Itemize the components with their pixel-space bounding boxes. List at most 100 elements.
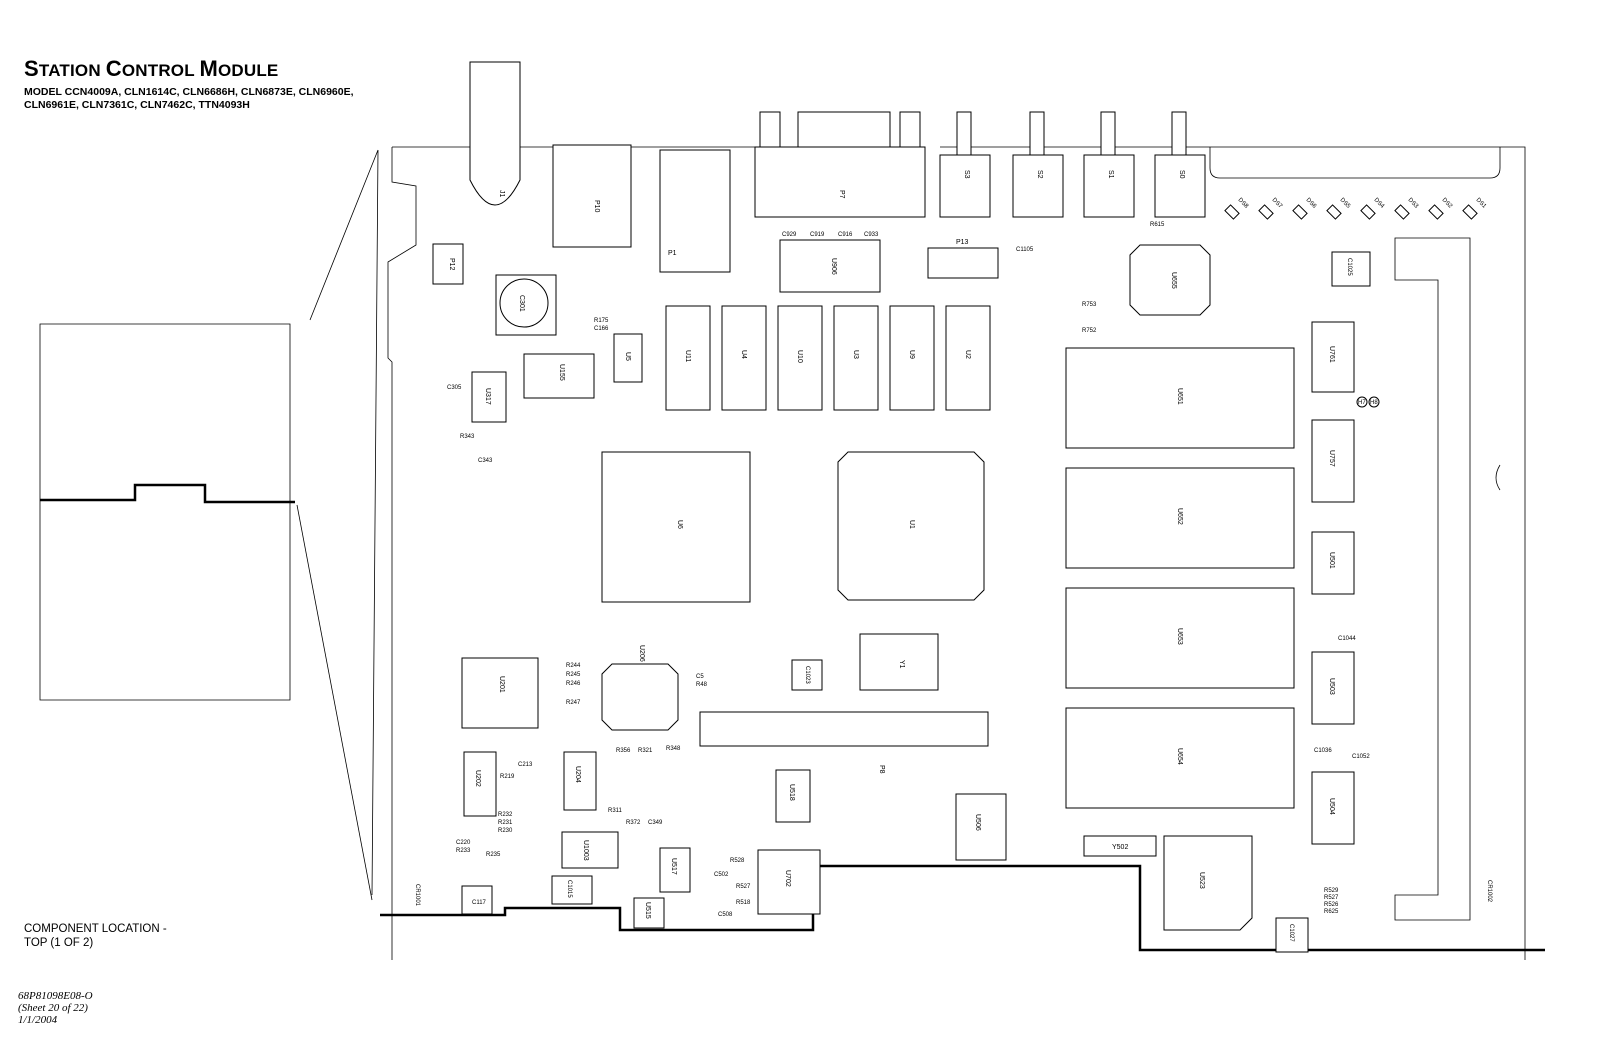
svg-text:U204: U204 xyxy=(574,766,581,783)
capacitor-c1027: C1027 xyxy=(1275,917,1309,953)
svg-text:H7: H7 xyxy=(1358,400,1366,406)
svg-text:U501: U501 xyxy=(1328,552,1335,569)
svg-text:R244: R244 xyxy=(566,663,581,669)
svg-text:C213: C213 xyxy=(518,762,533,768)
svg-text:R528: R528 xyxy=(730,858,745,864)
svg-text:R356: R356 xyxy=(616,748,631,754)
svg-text:R527: R527 xyxy=(1324,895,1339,901)
svg-text:R625: R625 xyxy=(1324,909,1339,915)
switch-group: S3 S2 S1 S0 xyxy=(939,111,1206,218)
caption-line-1: COMPONENT LOCATION - xyxy=(24,923,167,935)
svg-text:DS2: DS2 xyxy=(1441,197,1454,210)
svg-text:J1: J1 xyxy=(498,190,505,198)
svg-text:R372: R372 xyxy=(626,820,641,826)
svg-text:R753: R753 xyxy=(1082,302,1097,308)
svg-text:U506: U506 xyxy=(974,814,981,831)
svg-text:R219: R219 xyxy=(500,774,515,780)
svg-text:U761: U761 xyxy=(1328,346,1335,363)
svg-text:U317: U317 xyxy=(484,388,491,405)
svg-text:U11: U11 xyxy=(684,350,691,362)
ic-u702: U702 xyxy=(757,849,821,915)
svg-text:U3: U3 xyxy=(852,350,859,359)
svg-text:C502: C502 xyxy=(714,872,729,878)
svg-text:R235: R235 xyxy=(486,852,501,858)
svg-text:Y502: Y502 xyxy=(1112,844,1128,851)
cr1001-label: CR1001 xyxy=(414,884,420,907)
svg-text:U2: U2 xyxy=(964,350,971,359)
doc-date: 1/1/2004 xyxy=(18,1014,58,1026)
capacitor-c117: C117 xyxy=(461,885,493,915)
connector-p13: P13 xyxy=(927,239,999,279)
ic-small-left: U155 U5 U317 xyxy=(471,333,643,423)
ic-u518: U518 xyxy=(775,769,811,823)
svg-text:U9: U9 xyxy=(908,350,915,359)
ic-u206: U206 xyxy=(601,645,679,731)
capacitor-c1015: C1015 xyxy=(551,875,593,905)
board-edge-inset xyxy=(39,323,295,701)
svg-text:U201: U201 xyxy=(498,676,505,693)
svg-text:P10: P10 xyxy=(593,200,600,213)
connector-p1: P1 xyxy=(659,149,731,273)
svg-text:C301: C301 xyxy=(518,295,525,312)
svg-text:U523: U523 xyxy=(1198,872,1205,889)
svg-text:C305: C305 xyxy=(447,385,462,391)
svg-text:C1105: C1105 xyxy=(1016,247,1034,253)
ic-u655: U655 xyxy=(1129,244,1211,316)
svg-text:R233: R233 xyxy=(456,848,471,854)
svg-text:R752: R752 xyxy=(1082,328,1097,334)
svg-text:R175: R175 xyxy=(594,318,609,324)
ic-u1: U1 xyxy=(837,451,985,601)
svg-text:U1: U1 xyxy=(908,520,915,529)
svg-text:U504: U504 xyxy=(1328,798,1335,815)
svg-text:R343: R343 xyxy=(460,434,475,440)
svg-text:C117: C117 xyxy=(472,900,487,906)
caption-line-2: TOP (1 OF 2) xyxy=(24,937,94,949)
svg-text:DS3: DS3 xyxy=(1407,197,1420,210)
doc-number: 68P81098E08-O xyxy=(18,990,93,1002)
capacitor-c1023: C1023 xyxy=(791,659,823,691)
svg-text:U653: U653 xyxy=(1176,628,1183,645)
svg-text:R518: R518 xyxy=(736,900,751,906)
svg-text:U654: U654 xyxy=(1176,748,1183,765)
svg-text:S3: S3 xyxy=(963,170,970,179)
svg-text:U202: U202 xyxy=(474,770,481,787)
svg-text:C919: C919 xyxy=(810,232,825,238)
svg-text:P12: P12 xyxy=(448,258,455,271)
svg-text:P8: P8 xyxy=(878,765,885,774)
svg-text:U655: U655 xyxy=(1170,272,1177,289)
right-rail: CR1002 xyxy=(1394,237,1492,921)
svg-text:H8: H8 xyxy=(1370,400,1378,406)
connector-p7: P7 xyxy=(754,111,926,218)
svg-text:R311: R311 xyxy=(608,808,623,814)
figure-caption: COMPONENT LOCATION - TOP (1 OF 2) xyxy=(24,922,167,950)
ic-u202: U202 xyxy=(463,751,497,817)
svg-text:C1023: C1023 xyxy=(804,666,810,684)
ic-u506: U506 xyxy=(955,793,1007,861)
svg-text:U206: U206 xyxy=(638,645,645,662)
svg-text:R245: R245 xyxy=(566,672,581,678)
svg-text:DS7: DS7 xyxy=(1271,197,1284,210)
svg-text:C1036: C1036 xyxy=(1314,748,1332,754)
connector-p10: P10 xyxy=(552,144,632,248)
svg-text:R232: R232 xyxy=(498,812,513,818)
page-title: STATION CONTROL MODULE xyxy=(24,56,279,81)
svg-text:S2: S2 xyxy=(1036,170,1043,179)
svg-text:R348: R348 xyxy=(666,746,681,752)
ic-row-top: U11 U4 U10 U3 U9 U2 xyxy=(665,305,991,411)
svg-text:C1015: C1015 xyxy=(566,880,572,898)
svg-text:C916: C916 xyxy=(838,232,853,238)
svg-text:C1044: C1044 xyxy=(1338,636,1356,642)
svg-text:P1: P1 xyxy=(668,250,677,257)
svg-text:U651: U651 xyxy=(1176,388,1183,405)
svg-text:CR1001: CR1001 xyxy=(414,884,420,907)
svg-text:C5: C5 xyxy=(696,674,704,680)
svg-text:R231: R231 xyxy=(498,820,513,826)
svg-text:Y1: Y1 xyxy=(898,660,905,669)
svg-text:C1025: C1025 xyxy=(1346,258,1352,276)
model-list: MODEL CCN4009A, CLN1614C, CLN6686H, CLN6… xyxy=(24,86,444,112)
svg-text:S1: S1 xyxy=(1107,170,1114,179)
ic-u204: U204 xyxy=(563,751,597,811)
svg-text:DS6: DS6 xyxy=(1305,197,1318,210)
svg-text:U652: U652 xyxy=(1176,508,1183,525)
